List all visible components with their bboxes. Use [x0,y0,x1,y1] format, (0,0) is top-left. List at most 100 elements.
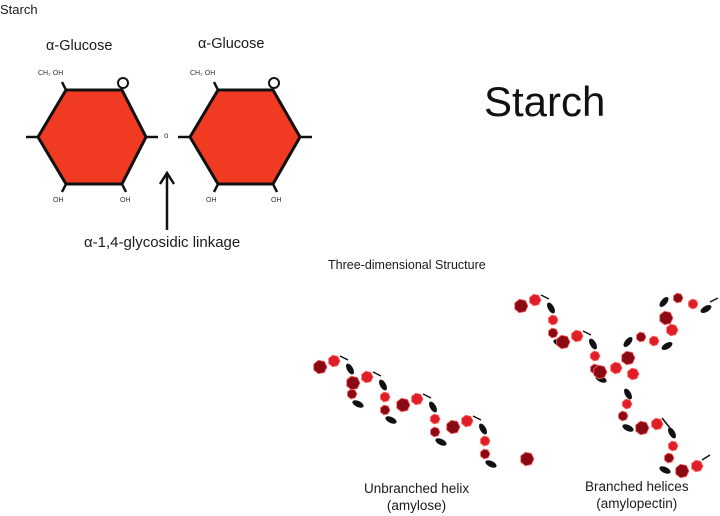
glucose-bead [627,367,640,381]
bond-tick [661,417,671,429]
glucose-bead [622,398,633,410]
ring-oxygen-1 [117,77,129,89]
three-d-label: Three-dimensional Structure [328,258,486,272]
glucose-bead [571,329,584,343]
glucose-bead [480,448,491,460]
helix-structures [313,292,719,479]
glucose-bead [651,417,664,431]
bead-shadow [435,438,447,446]
hexagon-1 [36,88,148,186]
glucose-bead [328,354,341,368]
glucose-ring-1 [26,77,158,193]
bond-oh-bl-1 [60,183,68,193]
glucose-bead [675,463,690,479]
oh-label-1b: OH [120,197,131,204]
bond-ch2oh-1 [60,81,68,91]
ring-oxygen-2 [268,77,280,89]
bead-shadow [659,466,671,474]
bond-tick [582,330,592,336]
bead-shadow [624,388,632,400]
glucose-bead [556,334,571,350]
glucose-bead [673,292,684,304]
glucose-bead [520,451,535,467]
bond-oh-bl-2 [212,183,220,193]
glucose-bead [548,314,559,326]
glucose-bead [666,323,679,337]
glucose-bead [548,327,559,339]
glucose-bead [659,310,674,326]
linkage-arrow [158,170,176,230]
glucose-bead [636,331,647,343]
glucose-bead [664,452,675,464]
glucose-bead [346,375,361,391]
glucose-label-2: α-Glucose [198,36,265,52]
glucose-bead [649,335,660,347]
bond-tick [701,454,711,461]
bond-ch2oh-2 [212,81,220,91]
glucose-bead [668,440,679,452]
amylopectin-label: Branched helices (amylopectin) [585,478,689,512]
bond-tick [540,294,550,300]
glucose-bead [313,359,328,375]
glucose-bead [529,293,542,307]
amylopectin-line2: (amylopectin) [596,496,678,511]
bead-shadow [661,342,673,350]
glucose-bead [691,459,704,473]
bead-shadow [385,416,397,424]
linkage-label: α-1,4-glycosidic linkage [84,234,241,251]
bead-shadow [623,337,633,347]
glucose-bead [514,298,529,314]
amylose-line2: (amylose) [386,498,447,513]
bead-shadow [346,363,354,375]
bead-shadow [547,302,555,314]
glucose-ring-2 [178,77,312,193]
bond-oh-br-2 [271,183,279,193]
glucose-bead [430,413,441,425]
glucose-bead [461,414,474,428]
bond-tick [422,393,432,399]
oh-label-2b: OH [271,197,282,204]
amylose-line1: Unbranched helix [364,481,470,496]
glucose-bead [635,420,650,436]
glucose-bead [380,391,391,403]
bond-tick [472,415,482,421]
glucose-bead [590,350,601,362]
glucose-bead [618,410,629,422]
bead-shadow [622,424,634,432]
bead-shadow [479,423,487,435]
bead-shadow [429,401,437,413]
bead-shadow [668,427,676,439]
bridge-oxygen: o [164,131,169,140]
glucose-bead [361,370,374,384]
bead-shadow [659,297,669,307]
amylopectin-line1: Branched helices [585,479,689,494]
bead-shadow [379,379,387,391]
amylose-label: Unbranched helix (amylose) [364,480,469,514]
glucose-bead [610,361,623,375]
glucose-bead [380,404,391,416]
glucose-bead [411,392,424,406]
bead-shadow [352,400,364,408]
bead-shadow [700,305,712,313]
glucose-bead [446,419,461,435]
bead-shadow [485,460,497,468]
bead-shadow [589,338,597,350]
glucose-label-1: α-Glucose [46,38,113,54]
glucose-bead [430,426,441,438]
glucose-bead [480,435,491,447]
glucose-bead [593,364,608,380]
glucose-bead [396,397,411,413]
hexagon-2 [188,88,302,186]
ch2oh-label-2: CH₂ OH [190,70,216,77]
main-title: Starch [484,78,606,125]
bond-tick [372,371,382,377]
oh-label-1a: OH [53,197,64,204]
oh-label-2a: OH [206,197,217,204]
glucose-bead [347,388,358,400]
bond-tick [709,297,719,303]
glucose-bead [688,298,699,310]
glucose-bead [621,350,636,366]
bond-oh-br-1 [120,183,128,193]
bond-tick [339,355,349,361]
